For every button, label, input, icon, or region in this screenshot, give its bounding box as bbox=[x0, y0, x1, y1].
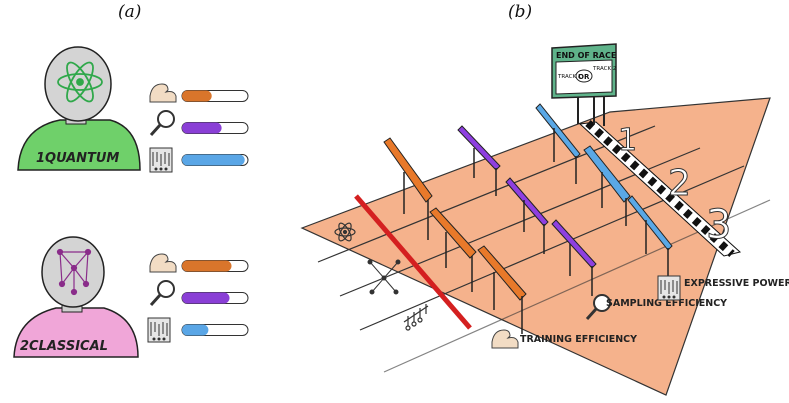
classical-training-bar-fill bbox=[182, 260, 232, 272]
circuit-board-icon bbox=[657, 275, 681, 301]
neural-network-icon bbox=[56, 248, 92, 296]
start-line bbox=[354, 194, 472, 330]
lane-number-3: 3 bbox=[706, 202, 731, 248]
panel-label-a: (a) bbox=[118, 2, 142, 22]
hurdle-purple-1 bbox=[457, 125, 501, 196]
lane-number-2: 2 bbox=[668, 163, 691, 204]
magnifier-icon bbox=[149, 279, 176, 307]
hurdle-blue-1 bbox=[535, 103, 581, 184]
hurdle-orange-3 bbox=[477, 245, 527, 334]
lane-network-icon bbox=[367, 259, 401, 295]
flexed-arm-icon bbox=[491, 329, 519, 349]
hurdle-purple-3 bbox=[551, 219, 597, 296]
lane-number-1: 1 bbox=[618, 123, 637, 158]
hurdle-orange-2 bbox=[429, 207, 477, 292]
quantum-training-bar-fill bbox=[182, 90, 212, 102]
flexed-arm-icon bbox=[149, 253, 177, 273]
sign-track-2: TRACK 2 bbox=[592, 66, 616, 72]
legend-sampling-label: SAMPLING EFFICIENCY bbox=[606, 298, 727, 309]
circuit-board-icon bbox=[147, 317, 171, 343]
sign-track-1: TRACK 1 bbox=[557, 74, 581, 80]
classical-sampling-bar-fill bbox=[182, 292, 230, 304]
quantum-label: 1QUANTUM bbox=[36, 151, 119, 166]
atom-icon bbox=[57, 61, 103, 103]
panel-label-b: (b) bbox=[508, 2, 533, 22]
hurdle-orange-1 bbox=[383, 137, 433, 240]
quantum-expressive-bar-fill bbox=[182, 154, 245, 166]
hurdle-blue-3 bbox=[627, 195, 673, 276]
sign-or: OR bbox=[578, 73, 590, 81]
hurdle-purple-2 bbox=[505, 177, 549, 254]
sign-title: END OF RACE bbox=[556, 51, 616, 60]
quantum-figure: 1QUANTUM bbox=[17, 46, 141, 171]
lane-circuit-icon bbox=[403, 304, 429, 331]
legend-expressive-label: EXPRESSIVE POWER bbox=[684, 278, 789, 289]
race-track bbox=[300, 97, 771, 396]
classical-label: 2CLASSICAL bbox=[20, 339, 108, 354]
legend-training-label: TRAINING EFFICIENCY bbox=[520, 334, 637, 345]
legend: TRAINING EFFICIENCY SAMPLING EFFICIENCY … bbox=[491, 275, 789, 349]
classical-figure: 2CLASSICAL bbox=[13, 236, 139, 358]
quantum-sampling-bar-fill bbox=[182, 122, 222, 134]
hurdle-blue-2 bbox=[583, 145, 631, 226]
classical-expressive-bar-fill bbox=[182, 324, 209, 336]
circuit-board-icon bbox=[149, 147, 173, 173]
end-of-race-sign: END OF RACE TRACK 1 OR TRACK 2 bbox=[551, 43, 617, 126]
magnifier-icon bbox=[149, 109, 176, 137]
lane-atom-icon bbox=[334, 222, 356, 242]
flexed-arm-icon bbox=[149, 83, 177, 103]
finish-line bbox=[578, 120, 742, 257]
